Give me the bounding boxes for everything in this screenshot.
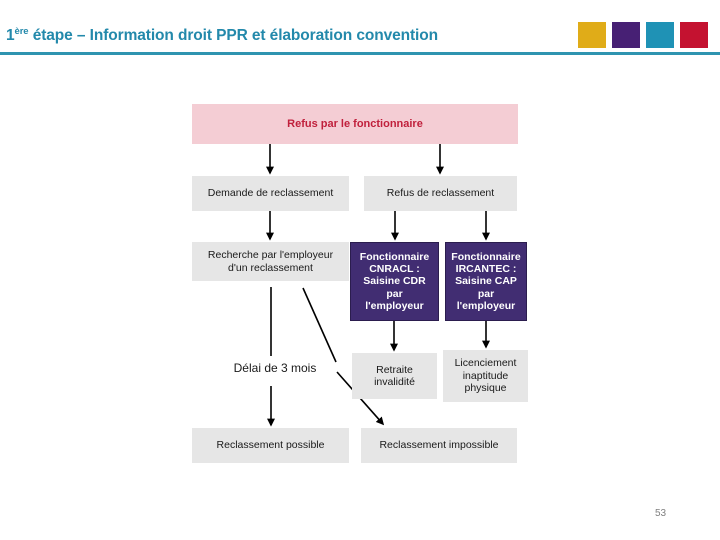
flow-node-label: Délai de 3 mois <box>233 360 317 375</box>
flow-node-label: Reclassement impossible <box>379 439 499 452</box>
header-divider <box>0 52 720 55</box>
flow-node-label: Demande de reclassement <box>207 187 334 200</box>
flow-node-label: Reclassement possible <box>216 439 325 452</box>
flow-node-label-line4: par <box>386 287 403 300</box>
flow-node-fonctionnaire-ircantec: Fonctionnaire IRCANTEC : Saisine CAP par… <box>445 242 527 321</box>
title-rest: étape – Information droit PPR et élabora… <box>28 27 439 45</box>
header-swatch-red <box>680 22 708 48</box>
title-ordinal: 1 <box>6 27 15 45</box>
page-title: 1ère étape – Information droit PPR et él… <box>6 26 438 45</box>
flow-node-label-line2: inaptitude <box>462 369 509 382</box>
flow-node-reclassement-possible: Reclassement possible <box>192 428 349 463</box>
flow-node-refus-par-le-fonctionnaire: Refus par le fonctionnaire <box>192 104 518 144</box>
flow-node-retraite-invalidite: Retraite invalidité <box>352 353 437 399</box>
title-ordinal-suffix: ère <box>14 26 29 37</box>
flow-node-label-line4: par <box>477 287 495 300</box>
header-swatch-teal <box>646 22 674 48</box>
flow-node-label-line5: l'employeur <box>456 300 516 313</box>
flow-node-label-line1: Retraite <box>376 363 413 376</box>
flow-node-reclassement-impossible: Reclassement impossible <box>361 428 517 463</box>
flow-node-label-line2: invalidité <box>374 376 415 388</box>
flow-node-recherche-par-employeur: Recherche par l'employeur d'un reclassem… <box>192 242 349 281</box>
flow-node-label: Refus de reclassement <box>386 187 495 200</box>
flow-node-label-wrap: Fonctionnaire CNRACL : Saisine CDR par l… <box>360 251 429 313</box>
flow-node-delai-de-3-mois: Délai de 3 mois <box>215 355 335 381</box>
flow-node-label-line2: d'un reclassement <box>228 261 313 274</box>
flow-node-label-line5: l'employeur <box>365 300 424 313</box>
flow-node-label-line3: physique <box>464 382 507 395</box>
flow-node-label-line2: CNRACL : <box>369 262 420 275</box>
flow-node-label-wrap: Licenciement inaptitude physique <box>455 357 517 394</box>
flow-node-label-line1: Licenciement <box>454 357 517 370</box>
flow-node-label-line2: IRCANTEC : <box>455 262 517 275</box>
flow-node-demande-de-reclassement: Demande de reclassement <box>192 176 349 211</box>
edge-recherche-diagonal-upper <box>302 287 337 363</box>
page-number: 53 <box>655 508 667 519</box>
flow-node-label-wrap: Fonctionnaire IRCANTEC : Saisine CAP par… <box>451 251 520 313</box>
flow-node-fonctionnaire-cnracl: Fonctionnaire CNRACL : Saisine CDR par l… <box>350 242 439 321</box>
flow-node-label-line3: Saisine CDR <box>363 275 426 288</box>
flow-node-refus-de-reclassement: Refus de reclassement <box>364 176 517 211</box>
flow-node-licenciement-inaptitude-physique: Licenciement inaptitude physique <box>443 350 528 402</box>
flow-node-label: Refus par le fonctionnaire <box>287 117 423 130</box>
header-swatch-gold <box>578 22 606 48</box>
flow-node-label-line1: Fonctionnaire <box>359 250 430 263</box>
header-swatch-purple <box>612 22 640 48</box>
flow-node-label-line3: Saisine CAP <box>455 275 517 288</box>
flow-node-label-line1: Fonctionnaire <box>451 250 521 263</box>
flow-node-label-line1: Recherche par l'employeur <box>207 249 334 262</box>
slide-header: 1ère étape – Information droit PPR et él… <box>0 0 720 58</box>
flow-node-label-wrap: Recherche par l'employeur d'un reclassem… <box>208 249 333 274</box>
flow-node-label-wrap: Retraite invalidité <box>374 364 415 389</box>
